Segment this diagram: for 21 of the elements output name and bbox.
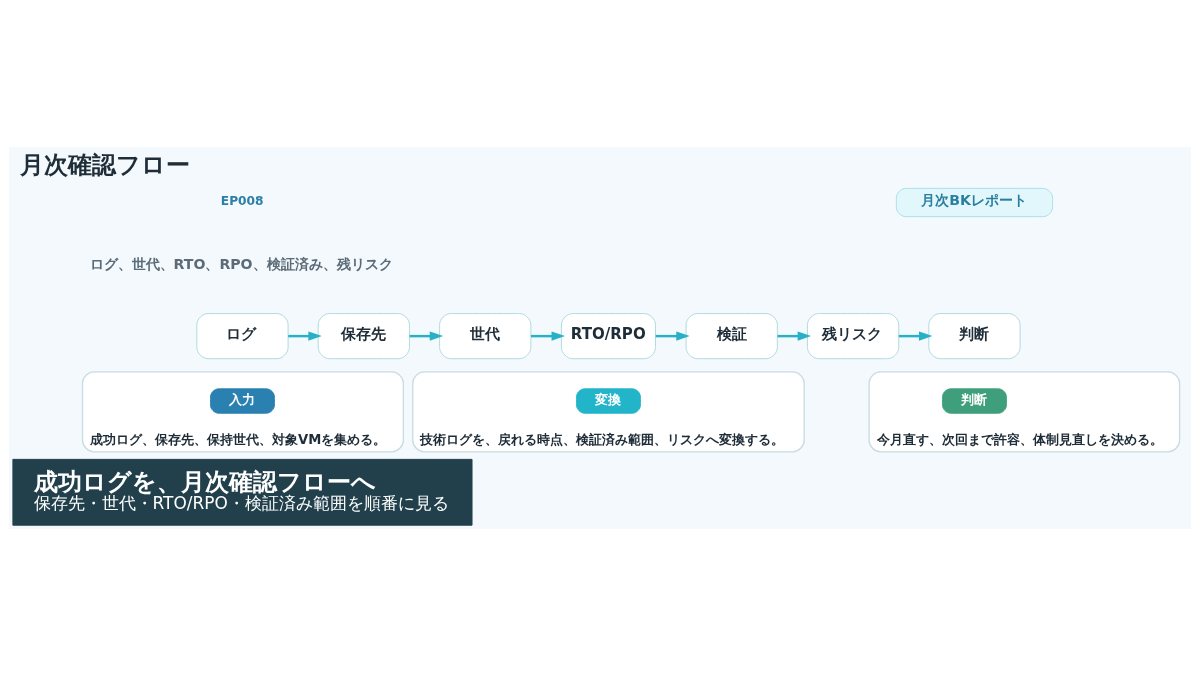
node-box: 成功ログを、月次確認フローへ 保存先・世代・RTO/RPO・検証済み範囲を順番に見る (12, 458, 473, 526)
arrow (898, 330, 933, 341)
node-box: 検証 (685, 312, 778, 359)
arrow (409, 330, 444, 341)
node-box: RTO/RPO (560, 312, 656, 359)
diagram-title: 月次確認フロー (20, 149, 191, 179)
node-box: 保存先 (317, 312, 410, 359)
node-box: 世代 (439, 312, 532, 359)
label: EP008 (220, 193, 264, 208)
node-box: 変換 (576, 387, 641, 414)
arrow (288, 330, 322, 341)
arrow (530, 330, 565, 341)
arrow (777, 330, 812, 341)
node-box: 判断 (942, 387, 1007, 414)
arrow (655, 330, 690, 341)
node-box: 月次BKレポート (895, 187, 1054, 217)
label: ログ、世代、RTO、RPO、検証済み、残リスク (89, 255, 393, 272)
node-box: 残リスク (807, 312, 900, 359)
node-box: 入力 (210, 387, 275, 414)
node-box: 判断 (928, 312, 1021, 359)
node-box: ログ (196, 312, 289, 359)
